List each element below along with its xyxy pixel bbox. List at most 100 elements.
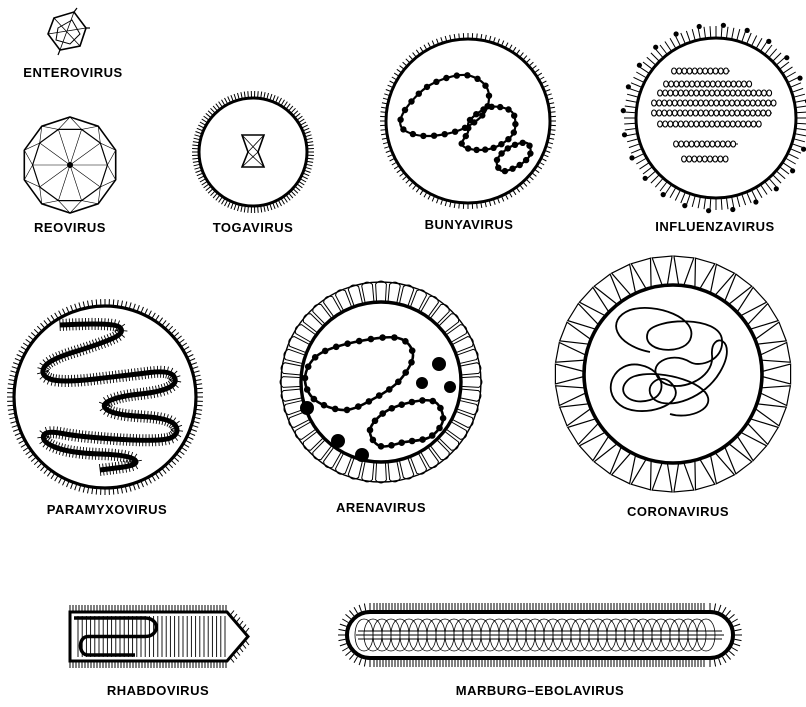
surface-glycoprotein — [388, 282, 400, 304]
capsomer-bead — [311, 396, 318, 403]
capsomer-bead — [395, 379, 402, 386]
nucleocapsid-strand — [400, 75, 489, 136]
capsomer-bead — [473, 111, 479, 117]
rnp-bead — [719, 110, 724, 116]
capsomer-bead — [486, 93, 492, 99]
neuraminidase-knob — [745, 28, 750, 33]
ribosome-granule — [416, 377, 428, 389]
neuraminidase-knob — [682, 203, 687, 208]
rnp-bead — [668, 90, 673, 96]
rnp-bead — [693, 100, 698, 106]
capsomer-bead — [509, 166, 515, 172]
inner-envelope — [301, 302, 461, 462]
capsomer-bead — [459, 140, 465, 146]
capsomer-bead — [443, 75, 449, 81]
peplomer — [760, 343, 790, 363]
rnp-bead — [673, 121, 678, 127]
capsomer-bead — [367, 427, 374, 434]
rnp-bead — [736, 90, 741, 96]
capsomer-bead — [520, 140, 526, 146]
rnp-bead — [662, 110, 667, 116]
rnp-bead — [731, 81, 736, 87]
rnp-bead — [658, 121, 663, 127]
togavirus-figure — [192, 91, 314, 213]
neuraminidase-knob — [790, 168, 795, 173]
neuraminidase-knob — [622, 132, 627, 137]
ribosome-granule — [355, 448, 369, 462]
rnp-bead — [715, 141, 720, 147]
capsomer-bead — [505, 106, 511, 112]
neuraminidase-knob — [801, 147, 806, 152]
rnp-bead — [693, 110, 698, 116]
ribosome-granule — [444, 381, 456, 393]
marburg-ebolavirus-label: MARBURG–EBOLAVIRUS — [456, 683, 624, 698]
rnp-bead — [756, 90, 761, 96]
paramyxovirus-figure — [7, 299, 203, 495]
capsomer-bead — [479, 112, 485, 118]
rnp-bead — [747, 81, 752, 87]
rnp-bead — [725, 121, 730, 127]
peplomer — [762, 364, 791, 384]
coronavirus-figure — [555, 256, 790, 492]
capsomer-bead — [488, 104, 494, 110]
rnp-bead — [745, 100, 750, 106]
capsomer-bead — [397, 117, 403, 123]
peplomer — [652, 256, 672, 286]
marburg-ebolavirus-figure — [338, 603, 742, 667]
capsomer-bead — [321, 402, 328, 409]
rnp-bead — [750, 110, 755, 116]
envelope — [14, 306, 196, 488]
rnp-bead — [724, 68, 729, 74]
rnp-bead — [730, 121, 735, 127]
rnp-bead — [689, 90, 694, 96]
rnp-bead — [719, 100, 724, 106]
rnp-bead — [723, 156, 728, 162]
rnp-bead — [674, 141, 679, 147]
rnp-bead — [694, 121, 699, 127]
rnp-bead — [657, 100, 662, 106]
rnp-bead — [682, 68, 687, 74]
peplomer — [674, 462, 694, 492]
rnp-bead — [718, 156, 723, 162]
rnp-bead — [683, 110, 688, 116]
capsomer-bead — [527, 150, 533, 156]
envelope — [636, 38, 796, 198]
neuraminidase-knob — [626, 84, 631, 89]
nucleocapsid — [242, 135, 264, 167]
capsomer-bead — [526, 143, 532, 149]
rnp-bead — [699, 121, 704, 127]
capsomer-bead — [464, 72, 470, 78]
rnp-bead — [684, 141, 689, 147]
surface-glycoprotein — [376, 281, 387, 302]
capsomer-bead — [408, 359, 415, 366]
capsomer-bead — [463, 133, 469, 139]
rnp-bead — [710, 81, 715, 87]
surface-glycoprotein — [362, 282, 374, 304]
rnp-bead — [652, 100, 657, 106]
capsomer-bead — [490, 145, 496, 151]
surface-spikes — [7, 299, 203, 495]
capsomer-bead — [409, 438, 416, 445]
rnp-bead — [750, 100, 755, 106]
capsomer-bead — [302, 375, 309, 382]
rnp-bead — [689, 141, 694, 147]
rnp-bead — [673, 90, 678, 96]
capsomer-bead — [452, 129, 458, 135]
rnp-bead — [714, 110, 719, 116]
rnp-bead — [668, 121, 673, 127]
capsomer-bead — [429, 432, 436, 439]
rnp-bead — [742, 81, 747, 87]
rnp-bead — [678, 121, 683, 127]
rhabdovirus-label: RHABDOVIRUS — [107, 683, 209, 698]
influenzavirus-label: INFLUENZAVIRUS — [655, 219, 774, 234]
surface-glycoprotein — [461, 377, 482, 388]
capsomer-bead — [366, 398, 373, 405]
neuraminidase-knob — [766, 39, 771, 44]
neuraminidase-knob — [674, 31, 679, 36]
capsomer-bead — [467, 117, 473, 123]
rnp-bead — [700, 141, 705, 147]
rnp-bead — [713, 156, 718, 162]
core — [67, 162, 73, 168]
capsomer-bead — [408, 98, 414, 104]
rnp-bead — [663, 90, 668, 96]
